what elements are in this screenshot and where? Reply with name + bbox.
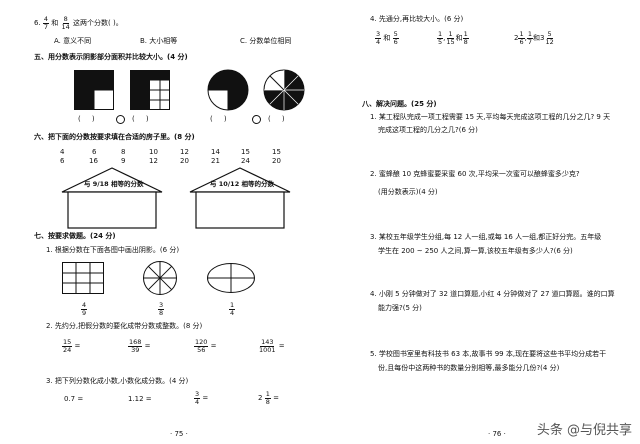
problem-4-line-1: 4. 小刚 5 分钟做对了 32 道口算题,小红 4 分钟做对了 27 道口算题… bbox=[370, 290, 615, 298]
answer-blank-1[interactable]: ( ) bbox=[78, 115, 95, 123]
q6-text: 这两个分数( )。 bbox=[73, 19, 123, 27]
problem-2-line-2: (用分数表示)(4 分) bbox=[378, 188, 438, 196]
fraction-denominator: 16 bbox=[89, 157, 98, 165]
fraction-numerator: 4 bbox=[60, 148, 65, 156]
convert-item-1: 0.7 = bbox=[64, 395, 84, 403]
section-7-task-1: 1. 根据分数在下面各图中画出阴影。(6 分) bbox=[46, 246, 180, 254]
q6-option-b: B. 大小相等 bbox=[140, 37, 178, 45]
fraction-numerator: 14 bbox=[211, 148, 220, 156]
problem-3-line-2: 学生在 200 ~ 250 人之间,算一算,该校五年级有多少人?(6 分) bbox=[378, 247, 573, 255]
shaded-square-1 bbox=[74, 70, 114, 110]
fraction-numerator: 12 bbox=[180, 148, 189, 156]
problem-4-line-2: 能力强?(5 分) bbox=[378, 304, 422, 312]
q6-number: 6. bbox=[34, 19, 41, 27]
q6-option-c: C. 分数单位相同 bbox=[240, 37, 292, 45]
fraction-denominator: 24 bbox=[241, 157, 250, 165]
section-5-title: 五、用分数表示阴影部分面积并比较大小。(4 分) bbox=[34, 53, 188, 61]
problem-5-line-2: 份,且每份中这两种书的数量分别相等,最多能分几份?(4 分) bbox=[378, 364, 560, 372]
q6-and: 和 bbox=[51, 19, 59, 27]
shaded-circle-2 bbox=[263, 69, 305, 111]
problem-5-line-1: 5. 学校图书室里有科技书 63 本,故事书 99 本,现在要将这些书平均分成若… bbox=[370, 350, 607, 358]
fraction-numerator: 8 bbox=[121, 148, 126, 156]
fraction-numerator: 6 bbox=[92, 148, 97, 156]
ellipse-shape[interactable] bbox=[206, 262, 256, 294]
section-7-task-2: 2. 先约分,把假分数的要化成带分数或整数。(8 分) bbox=[46, 322, 203, 330]
section-7-title: 七、按要求做题。(24 分) bbox=[34, 232, 116, 240]
problem-2-line-1: 2. 蜜蜂酿 10 克蜂蜜要采蜜 60 次,平均采一次蜜可以酿蜂蜜多少克? bbox=[370, 170, 580, 178]
fraction-numerator: 10 bbox=[149, 148, 158, 156]
section-8-title: 八、解决问题。(25 分) bbox=[362, 100, 437, 108]
shaded-square-2 bbox=[130, 70, 170, 110]
section-6-title: 六、把下面的分数按要求填在合适的房子里。(8 分) bbox=[34, 133, 195, 141]
fraction-denominator: 20 bbox=[180, 157, 189, 165]
house-1[interactable] bbox=[58, 166, 166, 230]
compare-circle-1[interactable] bbox=[116, 115, 125, 124]
grid-shape[interactable] bbox=[62, 262, 104, 294]
circle-shape[interactable] bbox=[142, 260, 178, 296]
fraction-denominator: 20 bbox=[272, 157, 281, 165]
fraction-denominator: 9 bbox=[121, 157, 126, 165]
problem-1-line-1: 1. 某工程队完成一项工程需要 15 天,平均每天完成这项工程的几分之几? 9 … bbox=[370, 113, 611, 121]
problem-3-line-1: 3. 某校五年级学生分组,每 12 人一组,或每 16 人一组,都正好分完。五年… bbox=[370, 233, 602, 241]
page-number-left: · 75 · bbox=[170, 430, 188, 438]
problem-1-line-2: 完成这项工程的几分之几?(6 分) bbox=[378, 126, 478, 134]
section-7-task-3: 3. 把下列分数化成小数,小数化成分数。(4 分) bbox=[46, 377, 189, 385]
compare-circle-2[interactable] bbox=[252, 115, 261, 124]
fraction-numerator: 15 bbox=[272, 148, 281, 156]
answer-blank-2[interactable]: ( ) bbox=[132, 115, 149, 123]
fraction-denominator: 21 bbox=[211, 157, 220, 165]
answer-blank-4[interactable]: ( ) bbox=[268, 115, 285, 123]
watermark: 头条 @与倪共享 bbox=[536, 423, 632, 438]
right-q4-title: 4. 先通分,再比较大小。(6 分) bbox=[370, 15, 464, 23]
house-2-label: 与 10/12 相等的分数 bbox=[210, 180, 274, 188]
fraction-numerator: 15 bbox=[241, 148, 250, 156]
house-2[interactable] bbox=[186, 166, 294, 230]
fraction-denominator: 6 bbox=[60, 157, 65, 165]
q6-option-a: A. 意义不同 bbox=[54, 37, 92, 45]
fraction-denominator: 12 bbox=[149, 157, 158, 165]
shaded-circle-1 bbox=[207, 69, 249, 111]
house-1-label: 与 9/18 相等的分数 bbox=[84, 180, 144, 188]
answer-blank-3[interactable]: ( ) bbox=[210, 115, 227, 123]
page-number-right: · 76 · bbox=[488, 430, 506, 438]
convert-item-2: 1.12 = bbox=[128, 395, 152, 403]
